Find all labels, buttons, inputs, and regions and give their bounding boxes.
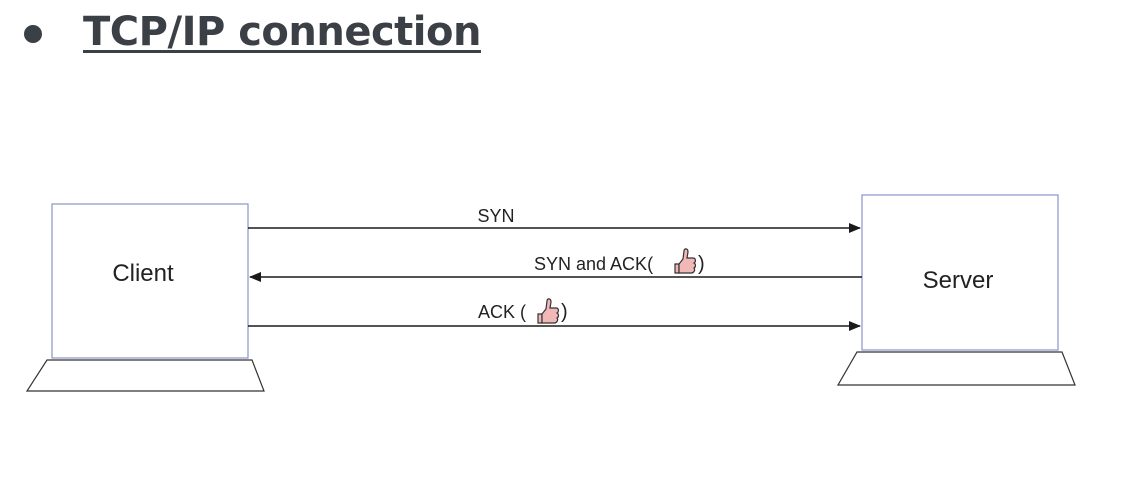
client-label: Client	[112, 260, 174, 287]
thumbs-up-icon	[537, 298, 560, 324]
syn-ack-close-paren: )	[698, 253, 705, 275]
thumbs-up-icon	[674, 248, 697, 274]
syn-ack-label: SYN and ACK(	[534, 254, 653, 274]
server-node: Server	[836, 194, 1076, 386]
ack-close-paren: )	[561, 301, 568, 323]
slide-header: TCP/IP connection	[24, 4, 481, 60]
server-screen	[861, 194, 1059, 351]
syn-label: SYN	[477, 206, 514, 226]
client-base	[25, 359, 265, 392]
server-base	[836, 351, 1076, 386]
server-label: Server	[923, 267, 994, 294]
page-title: TCP/IP connection	[83, 9, 481, 55]
ack-message: ACK ( )	[248, 298, 861, 331]
ack-label: ACK (	[478, 302, 526, 322]
syn-message: SYN	[248, 206, 861, 233]
syn-ack-message: SYN and ACK( )	[249, 248, 862, 282]
client-screen	[51, 203, 249, 359]
client-node: Client	[25, 203, 265, 392]
bullet-icon	[24, 25, 42, 43]
